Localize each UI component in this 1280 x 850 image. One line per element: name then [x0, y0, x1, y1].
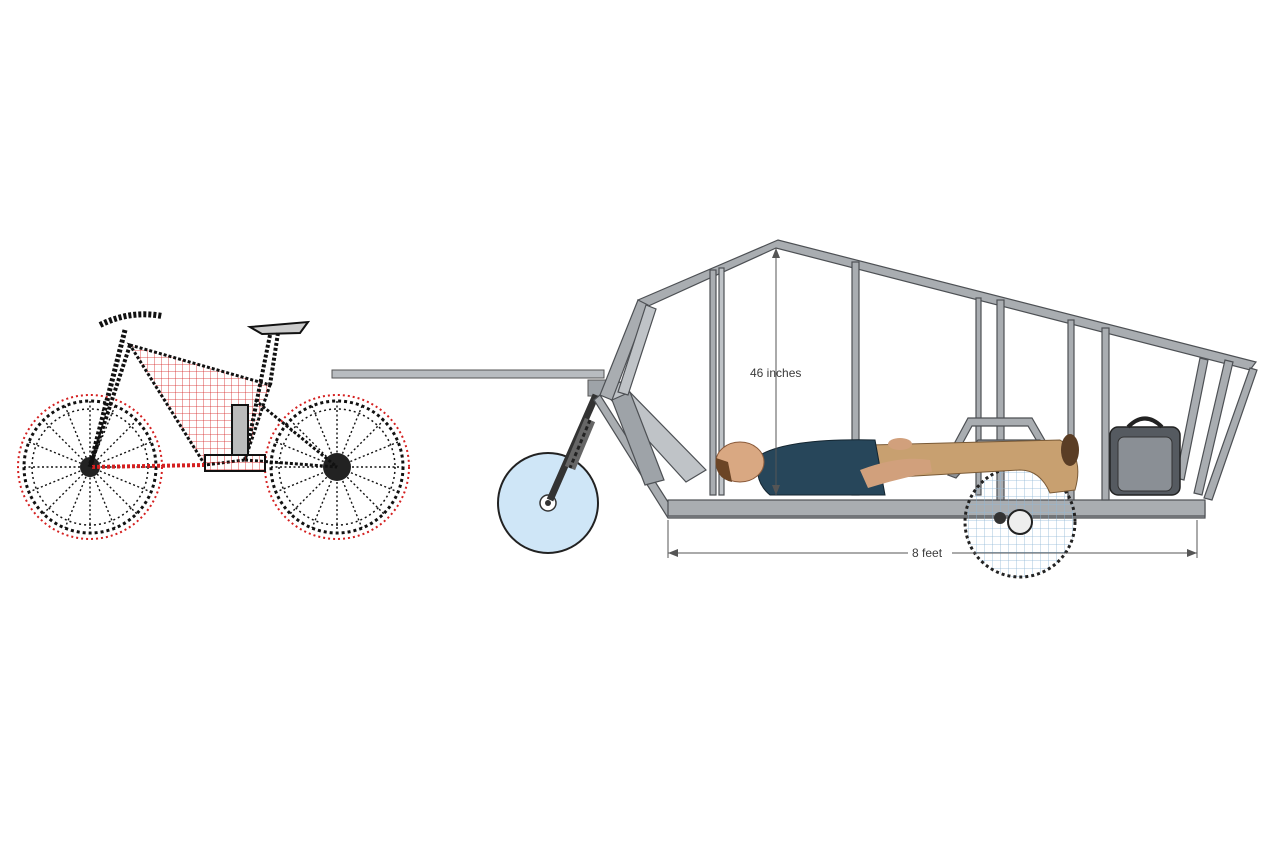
length-dimension: 8 feet: [667, 520, 1198, 560]
bicycle: [17, 311, 410, 540]
trailer-front-fork: [546, 393, 600, 502]
reclining-person: [715, 434, 1079, 496]
length-dimension-label: 8 feet: [912, 546, 943, 560]
bicycle-frame: [87, 311, 338, 472]
height-dimension-label: 46 inches: [750, 366, 801, 380]
cargo-bag: [1109, 416, 1181, 496]
trailer-frame: [593, 239, 1258, 519]
tow-bar: [331, 369, 609, 397]
height-dimension: 46 inches: [750, 248, 801, 495]
trailer-front-wheel: [497, 452, 599, 554]
